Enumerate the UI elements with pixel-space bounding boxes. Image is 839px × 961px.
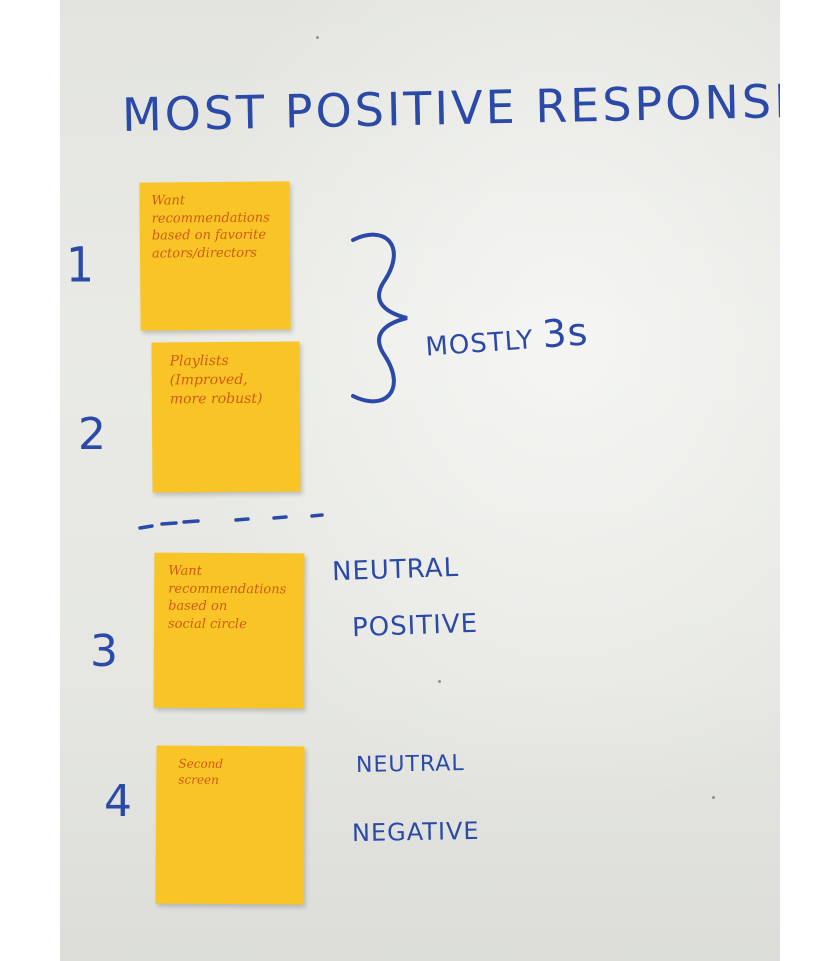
rank-3-label: 3 (90, 626, 118, 677)
rank-2-label: 2 (78, 409, 106, 460)
wall-speck (316, 36, 319, 39)
wall-speck (438, 680, 441, 683)
item-3-rating-line-1: NEUTRAL (331, 552, 460, 588)
group-rating-text: MOSTLY (424, 325, 535, 363)
sticky-note-4: Second screen (155, 745, 305, 905)
dashed-divider-icon (138, 513, 324, 530)
sticky-note-1: Want recommendations based on favorite a… (139, 181, 291, 331)
item-3-rating-line-2: POSITIVE (351, 608, 479, 644)
item-4-rating-line-1: NEUTRAL (355, 751, 465, 778)
sticky-note-2: Playlists (Improved, more robust) (151, 341, 301, 493)
item-4-rating-line-2: NEGATIVE (351, 816, 480, 848)
wall-speck (712, 796, 715, 799)
curly-brace-icon (351, 232, 408, 404)
rank-4-label: 4 (104, 776, 132, 827)
group-rating-label: MOSTLY 3s (424, 309, 590, 363)
sticky-note-3: Want recommendations based on social cir… (153, 552, 305, 709)
whiteboard-photo: MOST POSITIVE RESPONSE 1 Want recommenda… (60, 0, 780, 961)
rank-1-label: 1 (66, 237, 94, 294)
board-title: MOST POSITIVE RESPONSE (121, 73, 780, 142)
group-rating-value: 3s (540, 309, 590, 357)
